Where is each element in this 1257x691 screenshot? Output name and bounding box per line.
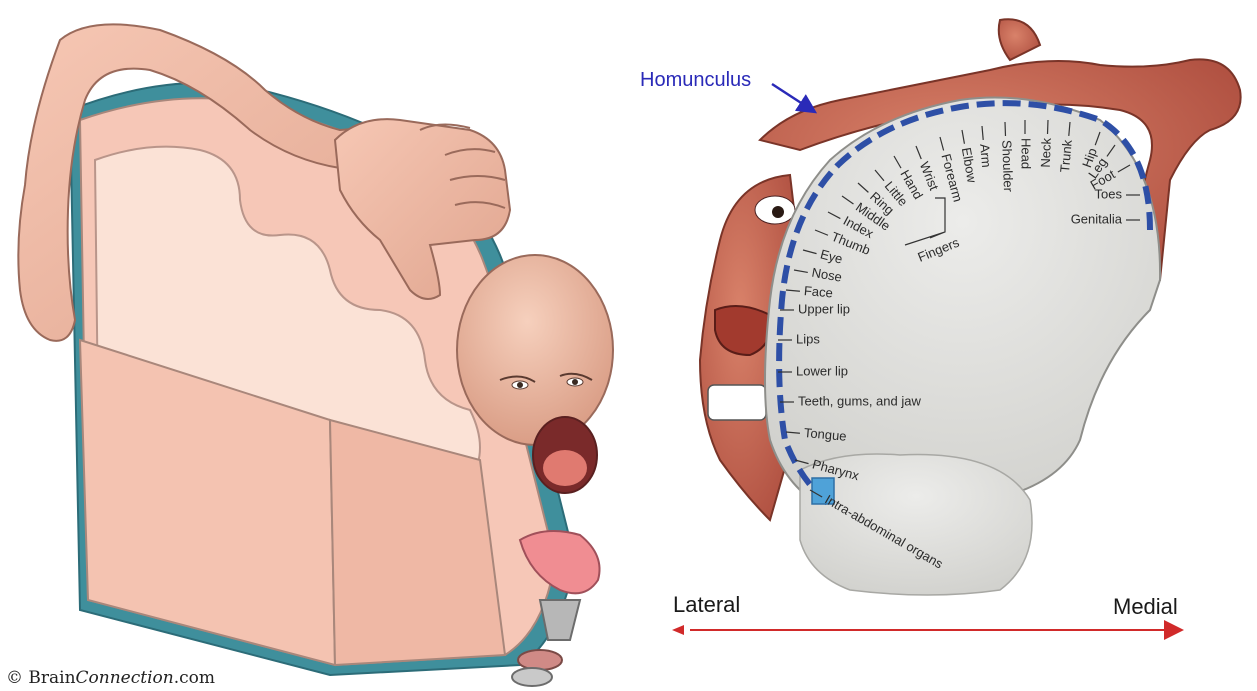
brand-suffix: .com xyxy=(174,668,215,688)
body-part-label: Arm xyxy=(977,143,994,168)
body-part-label: Lips xyxy=(796,331,820,346)
body-part-label: Genitalia xyxy=(1071,211,1123,226)
left-brain-slice xyxy=(18,24,613,686)
homunculus-label: Homunculus xyxy=(640,69,751,91)
homunculus-callout: Homunculus xyxy=(640,69,815,112)
homunculus-arrow xyxy=(772,84,815,112)
body-part-label: Teeth, gums, and jaw xyxy=(798,393,921,408)
brand-italic: Connection xyxy=(76,668,174,688)
copyright-symbol: © xyxy=(6,668,23,688)
brand-prefix: Brain xyxy=(28,668,75,688)
body-part-label: Trunk xyxy=(1057,139,1075,173)
body-part-label: Shoulder xyxy=(999,140,1016,193)
copyright-notice: © BrainConnection.com xyxy=(6,668,215,688)
body-part-label: Upper lip xyxy=(798,301,850,316)
lateral-medial-axis: Lateral Medial xyxy=(672,592,1180,635)
right-homunculus-map xyxy=(700,19,1241,595)
body-part-label: Face xyxy=(803,283,833,300)
axis-arrow-left-head xyxy=(672,625,684,635)
body-part-label: Head xyxy=(1019,138,1034,169)
lateral-label: Lateral xyxy=(673,592,740,617)
medial-label: Medial xyxy=(1113,594,1178,619)
body-part-label: Lower lip xyxy=(796,363,848,378)
body-part-label: Neck xyxy=(1038,137,1054,168)
